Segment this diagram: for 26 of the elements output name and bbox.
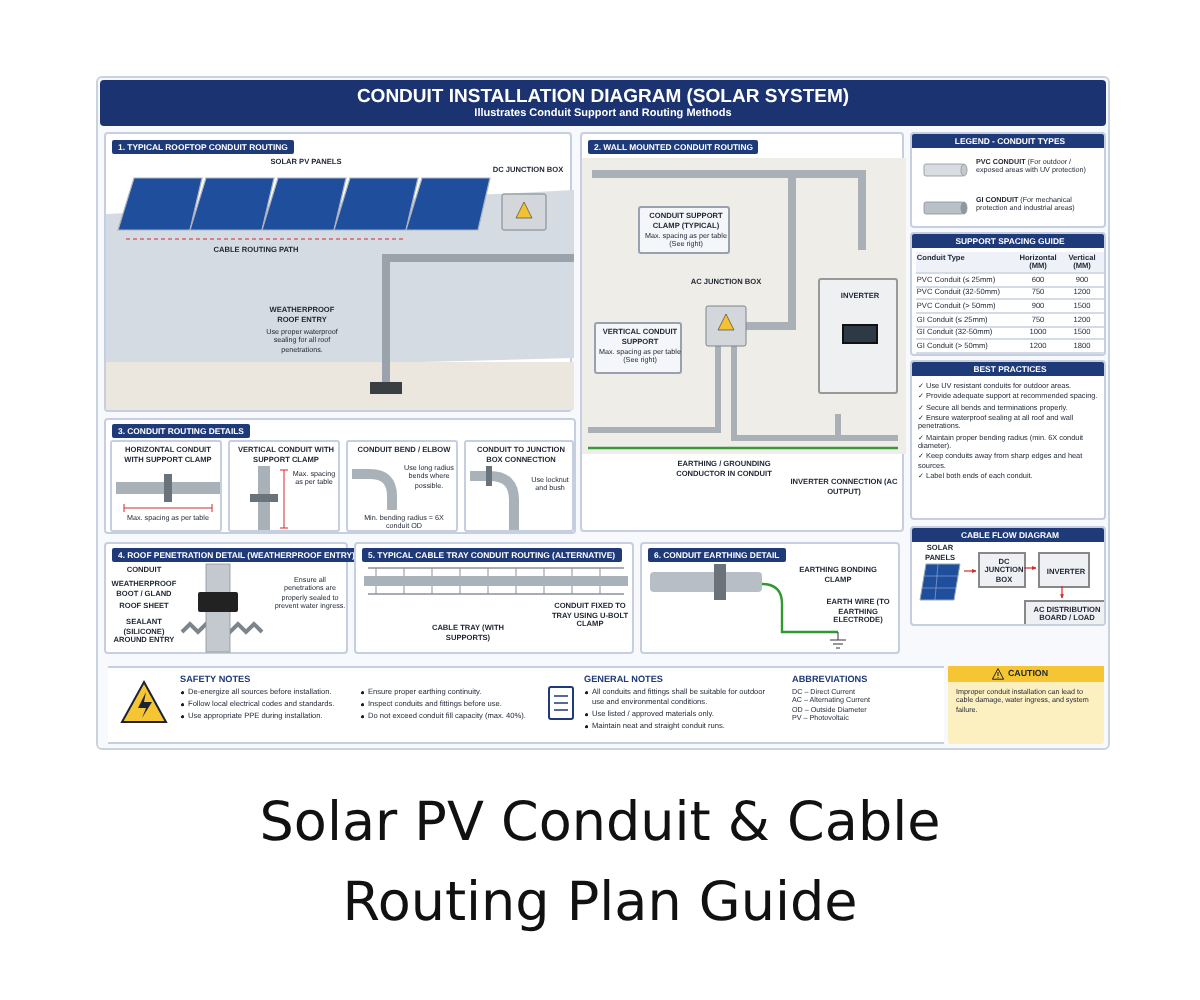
section-panel: [354, 542, 634, 654]
info-panel: [910, 526, 1106, 626]
info-panel: [910, 360, 1106, 520]
notes-section: [780, 666, 944, 744]
section-panel: [104, 418, 576, 534]
detail-card: [346, 440, 458, 532]
notes-section: [108, 666, 532, 744]
flow-box: [1038, 552, 1090, 588]
arrow: [1023, 565, 1037, 571]
caption: Solar PV Conduit & Cable Routing Plan Guide: [257, 790, 943, 938]
inverter-box: [818, 278, 898, 394]
title: CONDUIT INSTALLATION DIAGRAM (SOLAR SYSTEM): [354, 86, 852, 108]
section-panel: [580, 132, 904, 532]
detail-card: [228, 440, 340, 532]
arrow: [963, 568, 977, 574]
caution-box: [948, 666, 1104, 744]
flow-box: [1024, 600, 1104, 624]
detail-card: [110, 440, 222, 532]
detail-card: [464, 440, 574, 532]
info-panel: [910, 132, 1106, 228]
section-panel: [640, 542, 900, 654]
arrow: [1059, 585, 1065, 599]
callout-box: [638, 206, 730, 254]
section-panel: [104, 132, 572, 412]
info-panel: [910, 232, 1106, 356]
callout-box: [594, 322, 682, 374]
